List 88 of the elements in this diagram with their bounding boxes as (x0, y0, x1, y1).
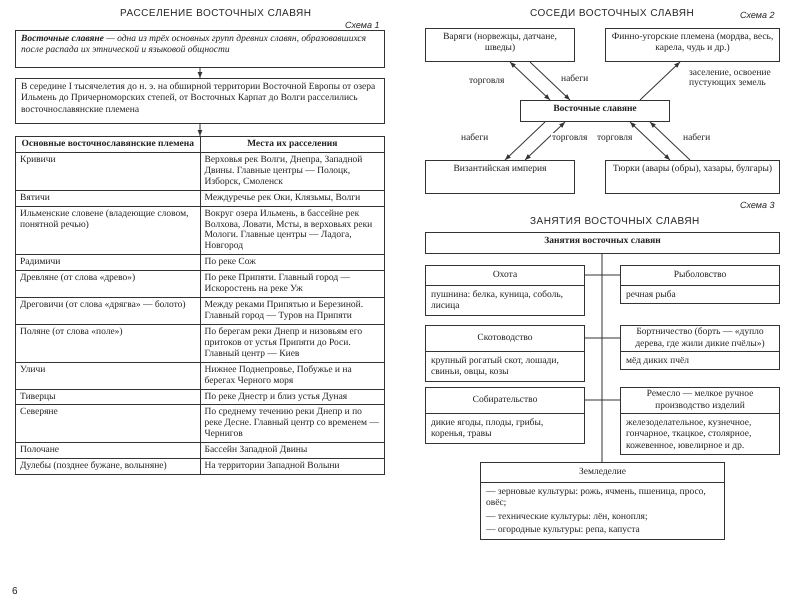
arrow (530, 62, 570, 100)
box-text: Восточные славяне — одна из трёх основных групп древних славян, образовавшихся после распада их этнической и языковой общности (20, 33, 368, 58)
table-cell: Кривичи (16, 152, 200, 190)
table-cell: Радимичи (16, 254, 200, 271)
table-cell: Тиверцы (16, 389, 200, 405)
scheme-number: Схема 2 (740, 10, 774, 20)
box-heading: Собирательство (426, 388, 584, 414)
box-text: Восточные славяне (552, 103, 638, 116)
table-cell: Ильменские словене (владеющие словом, понятной речью) (16, 206, 200, 255)
table-cell: По реке Днестр и близ устья Дуная (200, 389, 384, 405)
column-header: Места их расселения (200, 136, 384, 152)
table-cell: По реке Сож (200, 254, 384, 271)
list-item: — зерновые культуры: рожь, ячмень, пшеница, просо, овёс; (485, 486, 707, 510)
arrow (198, 68, 202, 78)
box-heading: Ремесло — мелкое ручное производство изделий (621, 388, 779, 414)
scheme-number: Схема 1 (345, 20, 380, 30)
activity-box (480, 462, 725, 540)
edge-label: торговля (468, 76, 506, 86)
arrow (198, 124, 202, 136)
table-cell: Древляне (от слова «древо») (16, 270, 200, 298)
list-item: речная рыба (625, 289, 677, 302)
box-text: В середине I тысячелетия до н. э. на обширной территории Восточной Европы от озера Ильмень до Причерноморских степей, от Восточных Карпат до Волги расселились восточнославянские племена (20, 81, 376, 117)
table-cell: Поляне (от слова «поле») (16, 324, 200, 362)
edge-label: торговля (596, 133, 634, 144)
text-box (15, 30, 385, 68)
table-cell: По среднему течению реки Днепр и по реке Десне. Главный центр со временем — Чернигов (200, 404, 384, 443)
table-cell: Междуречье рек Оки, Клязьмы, Волги (200, 190, 384, 206)
box-text: Византийская империя (452, 163, 548, 176)
list-item: пушнина: белка, куница, соболь, лисица (430, 289, 564, 314)
section-heading: СОСЕДИ ВОСТОЧНЫХ СЛАВЯН (530, 8, 694, 19)
edge-label: набеги (460, 133, 490, 144)
column-header: Основные восточнославянские племена (16, 136, 200, 152)
table-cell: Вокруг озера Ильмень, в бассейне рек Волхова, Ловати, Мсты, в верховьях реки Мологи. Главные центры — Ладога, Новгород (200, 206, 384, 255)
box-heading: Земледелие (481, 463, 724, 483)
arrow (640, 62, 680, 100)
table-cell: Полочане (16, 442, 200, 459)
activity-box (620, 387, 780, 456)
arrow (650, 122, 690, 160)
table-cell: Дулебы (позднее бужане, волыняне) (16, 458, 200, 475)
table-cell: Вятичи (16, 190, 200, 206)
table-cell: Верховья рек Волги, Днепра, Западной Двины. Главные центры — Полоцк, Изборск, Смоленск (200, 152, 384, 190)
edge-label: торговля (551, 133, 588, 144)
list-item: — технические культуры: лён, конопля; (485, 512, 649, 524)
box-text: Тюрки (авары (обры), хазары, булгары) (612, 163, 774, 176)
table-cell: Уличи (16, 362, 200, 390)
edge-label: набеги (560, 74, 590, 84)
arrow (630, 122, 670, 160)
scheme-number: Схема 3 (740, 200, 774, 210)
table-cell: Северяне (16, 404, 200, 443)
text-box (605, 160, 780, 194)
text-box (425, 28, 575, 62)
activity-box (425, 387, 585, 444)
section-heading: ЗАНЯТИЯ ВОСТОЧНЫХ СЛАВЯН (530, 216, 700, 227)
box-text: Варяги (норвежцы, датчане, шведы) (442, 31, 558, 56)
table-cell: По реке Припяти. Главный город — Искоростень на реке Уж (200, 270, 384, 298)
text-box (15, 78, 385, 124)
table-cell: Между реками Припятью и Березиной. Главный город — Туров на Припяти (200, 298, 384, 324)
table-cell: Бассейн Западной Двины (200, 442, 384, 459)
text-box (425, 160, 575, 194)
text-box (520, 100, 670, 122)
list-item: дикие ягоды, плоды, грибы, коренья, травы (430, 417, 544, 442)
list-item: мёд диких пчёл (625, 355, 690, 368)
edge-label: набеги (682, 133, 712, 144)
box-heading: Рыболовство (621, 266, 779, 286)
arrow (504, 122, 546, 160)
arrow (510, 62, 550, 100)
box-text: Занятия восточных славян (543, 235, 662, 248)
activity-box (425, 325, 585, 382)
table-cell: На территории Западной Волыни (200, 458, 384, 475)
box-heading: Охота (426, 266, 584, 286)
table-cell: Нижнее Поднепровье, Побужье и на берегах Черного моря (200, 362, 384, 390)
table-cell: По берегам реки Днепр и низовьям его притоков от устья Припяти до Роси. Главный центр — Киев (200, 324, 384, 362)
box-text: Финно-угорские племена (мордва, весь, карела, чудь и др.) (610, 31, 774, 56)
list-item: — огородные культуры: репа, капуста (485, 525, 641, 538)
table-cell: Дреговичи (от слова «дрягва» — болото) (16, 298, 200, 324)
list-item: крупный рогатый скот, лошади, свиньи, овцы, козы (430, 355, 560, 380)
activity-box (620, 265, 780, 304)
activity-box (425, 265, 585, 316)
text-box (605, 28, 780, 62)
activity-box (620, 325, 780, 370)
box-heading: Скотоводство (426, 326, 584, 352)
box-heading: Бортничество (борть — «дупло дерева, где жили дикие пчёлы») (621, 326, 779, 352)
text-box (425, 232, 780, 254)
arrow (524, 122, 566, 160)
page-number: 6 (12, 586, 18, 597)
list-item: железоделательное, кузнечное, гончарное, ткацкое, столярное, кожевенное, ювелирное и др. (625, 417, 752, 453)
page-heading: РАССЕЛЕНИЕ ВОСТОЧНЫХ СЛАВЯН (120, 8, 312, 19)
data-table (15, 136, 385, 476)
